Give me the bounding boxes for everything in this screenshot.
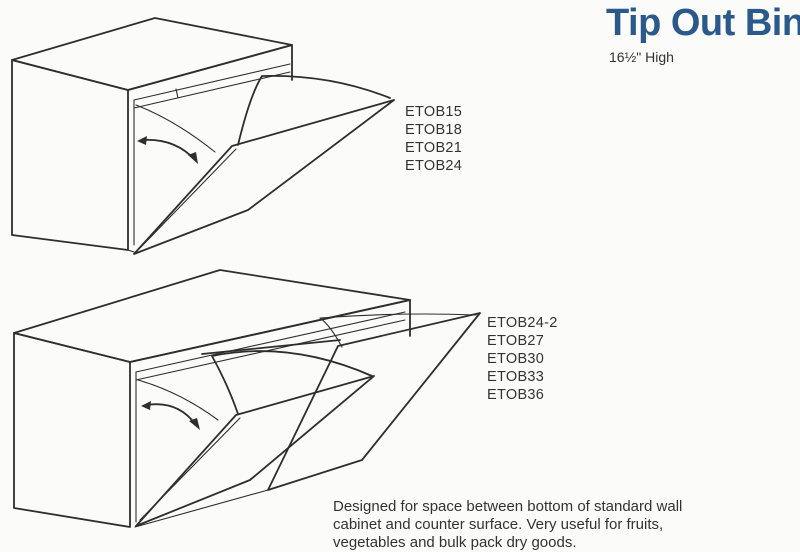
single-bin-model-list: ETOB15 ETOB18 ETOB21 ETOB24 (405, 103, 462, 175)
double-bin-drawing (13, 269, 481, 528)
double-bin-model-list: ETOB24-2 ETOB27 ETOB30 ETOB33 ETOB36 (487, 314, 558, 404)
model-number: ETOB18 (405, 122, 463, 138)
model-number: ETOB27 (487, 333, 545, 349)
single-bin-drawing (11, 17, 395, 255)
model-number: ETOB33 (487, 369, 545, 385)
model-number: ETOB24 (405, 158, 463, 174)
model-number: ETOB21 (405, 140, 463, 156)
model-number: ETOB30 (487, 351, 545, 367)
model-number: ETOB36 (487, 387, 545, 403)
product-description: Designed for space between bottom of sta… (333, 498, 793, 552)
description-line: vegetables and bulk pack dry goods. (333, 534, 577, 551)
description-line: cabinet and counter surface. Very useful… (333, 516, 664, 533)
height-spec: 16½" High (609, 49, 674, 65)
model-number: ETOB24-2 (487, 315, 558, 331)
model-number: ETOB15 (405, 104, 463, 120)
page-title: Tip Out Bin (606, 2, 800, 44)
description-line: Designed for space between bottom of sta… (333, 498, 683, 515)
